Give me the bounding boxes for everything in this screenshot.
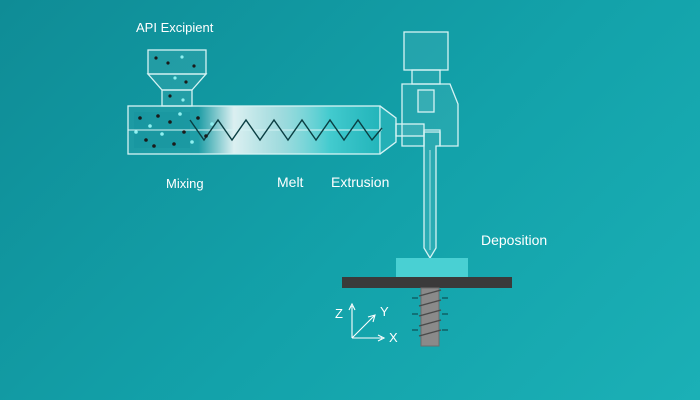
mixing-particles bbox=[134, 112, 214, 148]
hopper-label: API Excipient bbox=[136, 20, 214, 35]
deposited-layer bbox=[396, 258, 468, 278]
nozzle-icon bbox=[423, 131, 441, 260]
melt-label: Melt bbox=[277, 174, 304, 190]
hopper-icon bbox=[146, 49, 208, 107]
axis-x-label: X bbox=[389, 330, 398, 345]
motor-icon bbox=[401, 31, 459, 147]
screw-icon bbox=[128, 118, 383, 142]
mixing-label: Mixing bbox=[166, 176, 204, 191]
hopper-particle bbox=[192, 64, 196, 68]
hopper-particle bbox=[166, 61, 170, 65]
hopper-particle bbox=[154, 56, 158, 60]
hopper-particle bbox=[173, 76, 177, 80]
deposition-label: Deposition bbox=[481, 232, 548, 248]
hopper-particle bbox=[168, 94, 172, 98]
build-platform-icon bbox=[342, 277, 512, 288]
xyz-axes-icon bbox=[348, 302, 386, 342]
hopper-particle bbox=[184, 80, 188, 84]
axis-z-label: Z bbox=[335, 306, 343, 321]
extrusion-label: Extrusion bbox=[331, 174, 390, 190]
hopper-particle bbox=[180, 55, 184, 59]
axis-y-label: Y bbox=[380, 304, 389, 319]
hopper-particle bbox=[181, 98, 185, 102]
lead-screw-icon bbox=[412, 287, 448, 347]
